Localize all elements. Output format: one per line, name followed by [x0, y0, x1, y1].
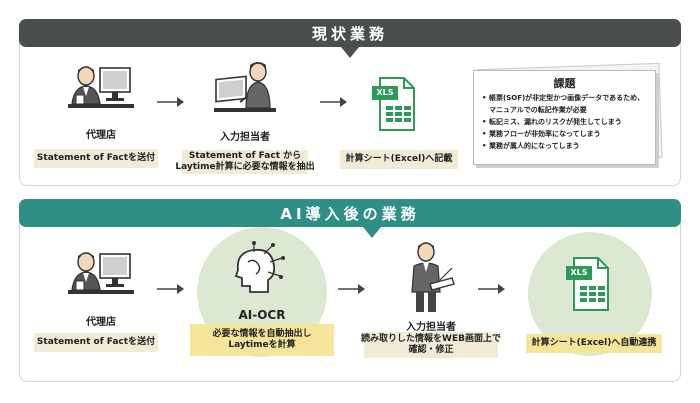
- issue-item: 業務フローが非効率になってしまう: [482, 128, 654, 140]
- xls-badge-text: XLS: [376, 88, 394, 97]
- xls-badge-text: XLS: [570, 268, 588, 277]
- agency-label: 代理店: [86, 130, 116, 141]
- staff-label: 入力担当者: [220, 132, 270, 143]
- arrow-right-icon: [320, 97, 347, 107]
- ocr-action-line1: 必要な情報を自動抽出し: [212, 329, 312, 339]
- issue-item-text: マニュアルでの転記作業が必要: [489, 106, 587, 114]
- issues-list: 帳票(SOF)が非定型かつ画像データであるため、マニュアルでの転記作業が必要 転…: [482, 92, 654, 152]
- staff-action-line2: 確認・修正: [408, 345, 454, 355]
- staff-action-line2: Laytime計算に必要な情報を抽出: [175, 162, 315, 172]
- sheet-action-text: 計算シート(Excel)へ記載: [345, 154, 453, 164]
- standing-staff-icon: [411, 242, 455, 312]
- ai-workflow-header: AI導入後の業務: [19, 199, 681, 238]
- sheet-action-box: 計算シート(Excel)へ記載: [340, 150, 458, 169]
- issue-item-text: 転記ミス、漏れのリスクが発生してしまう: [489, 118, 622, 126]
- arrow-right-icon: [338, 284, 365, 294]
- issue-item-text: 業務が属人的になってしまう: [489, 142, 580, 150]
- arrow-right-icon: [157, 284, 184, 294]
- ai-brain-icon: [234, 241, 285, 293]
- issues-card: 課題 帳票(SOF)が非定型かつ画像データであるため、マニュアルでの転記作業が必…: [473, 70, 656, 165]
- issue-item-text: 帳票(SOF)が非定型かつ画像データであるため、: [489, 94, 645, 102]
- current-workflow-title: 現状業務: [311, 24, 388, 43]
- sheet-action-text: 計算シート(Excel)へ自動連携: [531, 338, 657, 348]
- staff-action-line1: Statement of Fact から: [188, 151, 302, 161]
- arrow-right-icon: [478, 284, 505, 294]
- agency-action-text: Statement of Factを送付: [36, 153, 156, 163]
- issue-item: 転記ミス、漏れのリスクが発生してしまう: [482, 116, 654, 128]
- staff-label: 入力担当者: [406, 322, 456, 333]
- ai-ocr-label: AI-OCR: [238, 308, 286, 322]
- arrow-right-icon: [157, 97, 184, 107]
- excel-file-icon: [372, 77, 415, 131]
- agency-label: 代理店: [86, 317, 116, 328]
- agency-action-text: Statement of Factを送付: [36, 337, 156, 347]
- header-notch: [341, 47, 359, 58]
- issue-item-text: 業務フローが非効率になってしまう: [489, 130, 601, 138]
- issues-title: 課題: [553, 77, 576, 90]
- agency-person-icon: [68, 66, 134, 108]
- issue-item: 業務が属人的になってしまう: [482, 140, 654, 152]
- current-workflow-header: 現状業務: [19, 19, 681, 58]
- excel-file-icon: [566, 257, 609, 311]
- ai-workflow-title: AI導入後の業務: [280, 204, 420, 223]
- staff-action-line1: 読み取りした情報をWEB画面上で: [361, 334, 501, 344]
- header-notch: [363, 227, 381, 238]
- agency-person-icon: [68, 252, 134, 294]
- agency-action-box: Statement of Factを送付: [34, 149, 158, 168]
- sheet-action-box: 計算シート(Excel)へ自動連携: [526, 334, 662, 353]
- input-staff-icon: [214, 62, 276, 112]
- issue-item: 帳票(SOF)が非定型かつ画像データであるため、マニュアルでの転記作業が必要: [482, 92, 654, 116]
- staff-action-box: Statement of Fact から Laytime計算に必要な情報を抽出: [175, 150, 315, 174]
- ocr-action-box: 必要な情報を自動抽出し Laytimeを計算: [190, 324, 334, 356]
- staff-action-box: 読み取りした情報をWEB画面上で 確認・修正: [361, 332, 501, 358]
- agency-action-box: Statement of Factを送付: [34, 333, 158, 352]
- ocr-action-line2: Laytimeを計算: [228, 340, 296, 350]
